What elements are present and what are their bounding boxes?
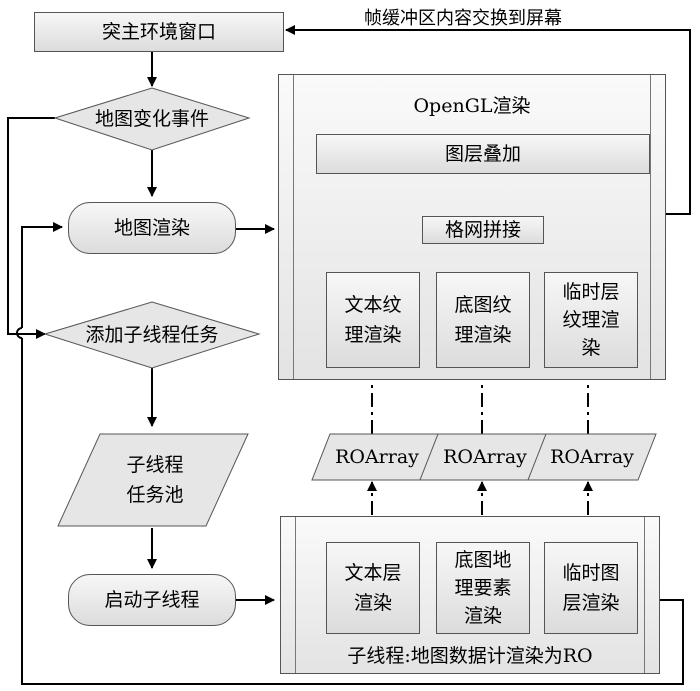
roarray-3: ROArray bbox=[534, 436, 650, 478]
map-render-node: 地图渲染 bbox=[68, 202, 236, 254]
grid-stitch-label: 格网拼接 bbox=[444, 219, 521, 241]
temp-layer-label: 临时图 层渲染 bbox=[562, 562, 620, 614]
roarray-2: ROArray bbox=[426, 436, 544, 478]
layer-overlay-label: 图层叠加 bbox=[444, 143, 521, 165]
base-texture-label: 底图纹 理渲染 bbox=[454, 294, 512, 346]
temp-texture-box: 临时层 纹理渲 染 bbox=[544, 272, 638, 368]
roarray-1: ROArray bbox=[318, 436, 436, 478]
base-geo-box: 底图地 理要素 渲染 bbox=[436, 542, 530, 634]
temp-layer-box: 临时图 层渲染 bbox=[544, 542, 638, 634]
temp-texture-label: 临时层 纹理渲 染 bbox=[562, 281, 620, 359]
opengl-panel-inner bbox=[293, 75, 651, 379]
swap-edge-label: 帧缓冲区内容交换到屏幕 bbox=[364, 8, 562, 29]
task-pool-node: 子线程 任务池 bbox=[80, 436, 230, 524]
grid-stitch-box: 格网拼接 bbox=[422, 216, 544, 244]
add-task-diamond bbox=[43, 301, 261, 369]
text-texture-box: 文本纹 理渲染 bbox=[326, 272, 420, 368]
roarray-3-label: ROArray bbox=[550, 446, 634, 468]
thread-title: 子线程:地图数据计渲染为RO bbox=[347, 645, 593, 667]
opengl-title: OpenGL渲染 bbox=[413, 95, 531, 117]
layer-overlay-box: 图层叠加 bbox=[316, 134, 650, 174]
env-window-label: 突主环境窗口 bbox=[101, 21, 216, 43]
map-render-label: 地图渲染 bbox=[113, 217, 190, 239]
roarray-2-label: ROArray bbox=[443, 446, 527, 468]
env-window-box: 突主环境窗口 bbox=[34, 12, 284, 52]
add-thread-task-label: 添加子线程任务 bbox=[85, 324, 219, 346]
map-change-label: 地图变化事件 bbox=[94, 108, 209, 130]
roarray-1-label: ROArray bbox=[335, 446, 419, 468]
add-thread-task-node: 添加子线程任务 bbox=[45, 302, 259, 368]
thread-panel-inner bbox=[295, 517, 645, 673]
text-layer-box: 文本层 渲染 bbox=[326, 542, 420, 634]
task-pool-label: 子线程 任务池 bbox=[126, 454, 184, 506]
roarray-shape-3 bbox=[527, 433, 657, 481]
map-change-diamond bbox=[53, 87, 251, 151]
text-layer-label: 文本层 渲染 bbox=[344, 562, 402, 614]
base-geo-label: 底图地 理要素 渲染 bbox=[454, 549, 512, 627]
map-change-node: 地图变化事件 bbox=[55, 88, 249, 150]
start-thread-label: 启动子线程 bbox=[104, 589, 200, 611]
text-texture-label: 文本纹 理渲染 bbox=[344, 294, 402, 346]
base-texture-box: 底图纹 理渲染 bbox=[436, 272, 530, 368]
start-thread-node: 启动子线程 bbox=[68, 574, 236, 626]
task-pool-shape bbox=[57, 433, 249, 527]
